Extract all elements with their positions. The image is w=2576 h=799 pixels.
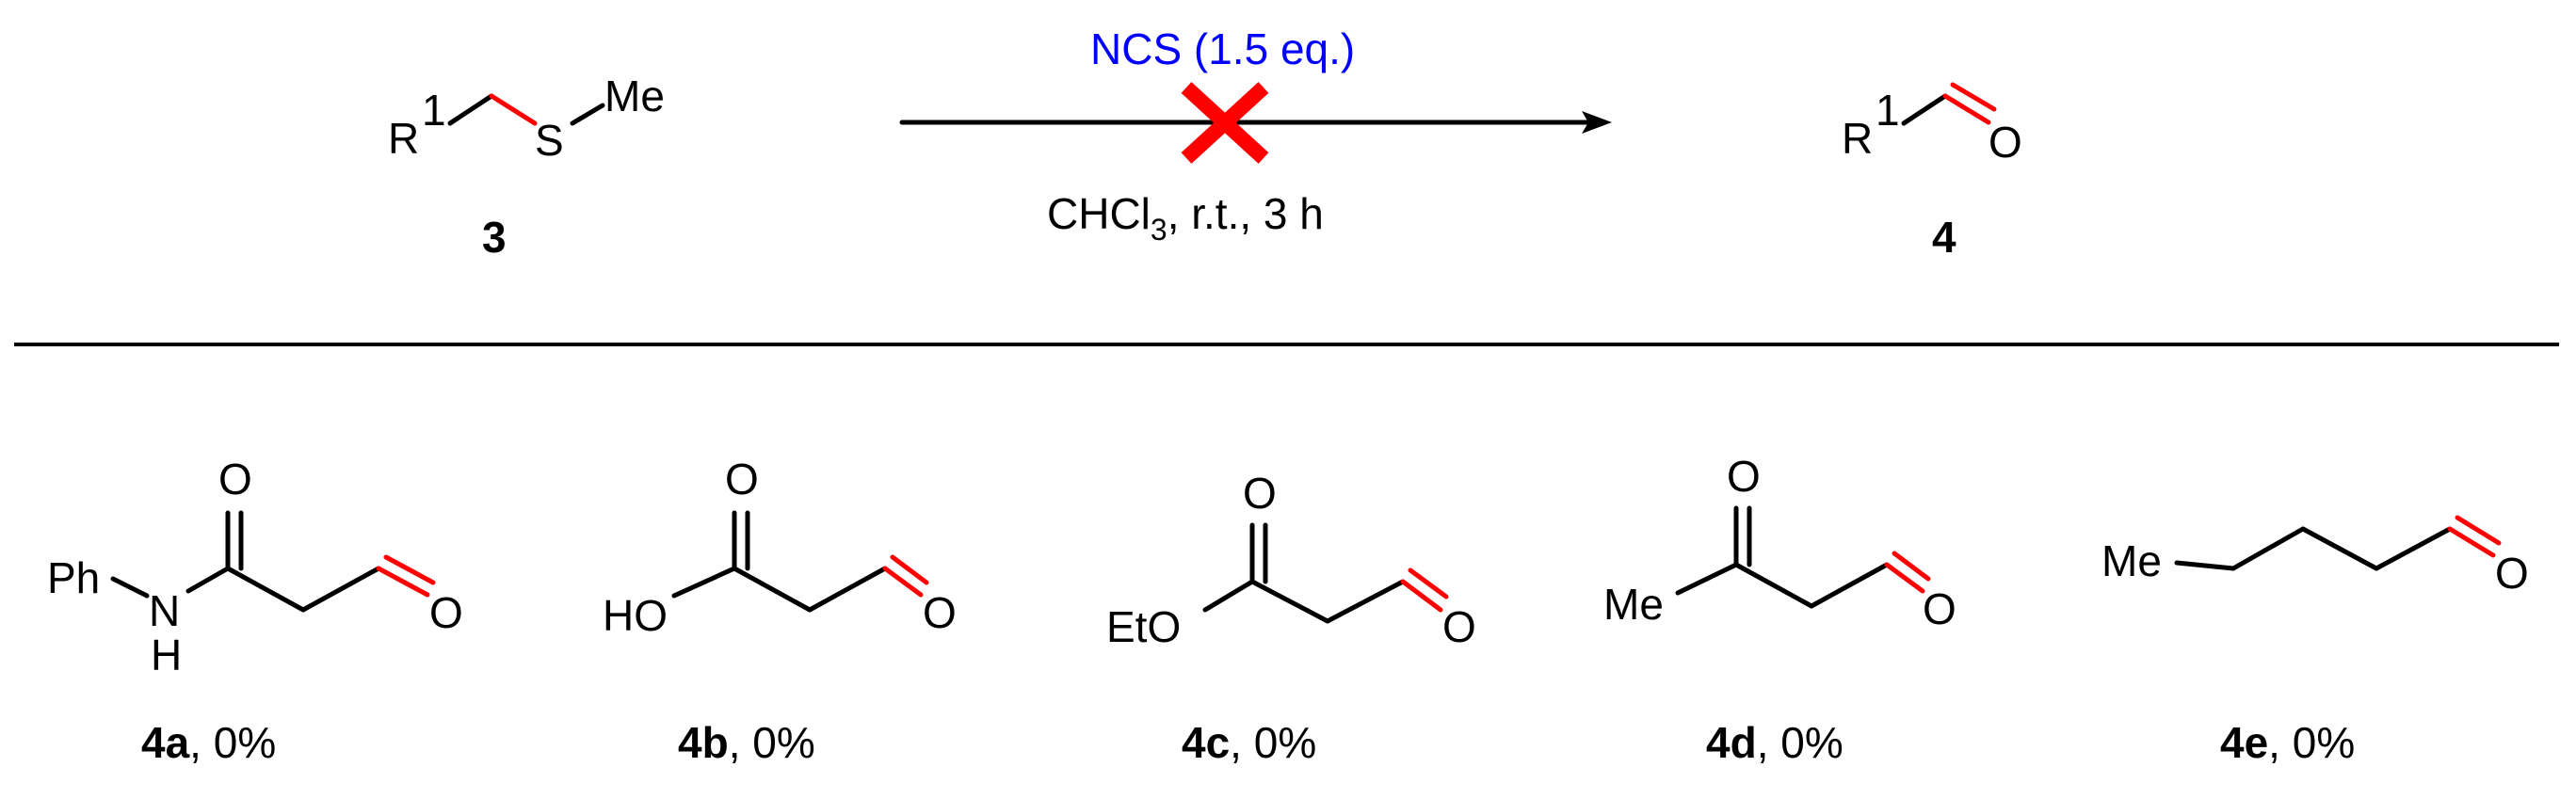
4b-carbonyl-o: O [725,455,759,503]
4a-bond-n-c [185,566,231,594]
4e-bond-4 [2374,526,2453,571]
reactant-r-label: R [388,114,419,163]
4d-me-label: Me [1603,580,1664,629]
4d-aldehyde-o: O [1923,584,1956,633]
4b-ho-label: HO [603,591,668,640]
4b-bond-ch2-cho [807,566,888,613]
reaction-arrow: NCS (1.5 eq.) CHCl3, r.t., 3 h [899,24,1612,247]
4a-n-label: N [149,586,180,635]
4a-aldehyde-o: O [429,588,463,637]
4c-caption: 4c, 0% [1182,718,1316,767]
reactant-methyl: Me [604,72,665,120]
product-4b: HO O O 4b, 0% [603,455,957,767]
4c-bond-ch2-cho [1325,579,1406,624]
4e-bond-3 [2300,526,2379,571]
4c-bond-aldehyde-2 [1408,567,1449,599]
4a-bond-ph-n [110,576,150,599]
product-bond-c-o-2 [1950,82,1997,112]
4e-caption: 4e, 0% [2220,718,2355,767]
conditions-label: CHCl3, r.t., 3 h [1047,189,1324,247]
product-r-superscript: 1 [1876,86,1900,135]
4d-bond-ch2-cho [1809,562,1890,609]
reactant-bond-r-c [447,93,494,126]
4b-caption: 4b, 0% [678,718,815,767]
4d-caption: 4d, 0% [1706,718,1843,767]
4b-aldehyde-o: O [923,588,957,637]
product-4c: EtO O O 4c, 0% [1106,469,1476,767]
product-bond-r-c [1901,93,1948,126]
product-bond-c-o-1 [1942,93,1991,125]
reactant-3: R 1 S Me 3 [388,72,665,262]
4e-bond-aldehyde-2 [2455,515,2502,546]
4a-bond-aldehyde-1 [376,566,430,598]
4c-bond-o-c [1202,579,1255,613]
4a-bond-c-ch2 [225,566,306,613]
4a-ph-label: Ph [47,553,100,602]
4a-carbonyl-o: O [218,455,252,503]
product-number: 4 [1932,213,1956,262]
reactant-number: 3 [482,213,507,262]
4b-bond-aldehyde-2 [890,554,929,585]
reagent-label: NCS (1.5 eq.) [1090,24,1355,73]
4e-me-label: Me [2101,536,2162,585]
4d-bond-c-ch2 [1733,562,1814,609]
4d-bond-aldehyde-1 [1884,562,1925,594]
4b-bond-c-ch2 [732,566,813,613]
4c-bond-c-ch2 [1249,579,1330,624]
product-4e: Me O 4e, 0% [2101,515,2529,767]
reactant-bond-c-s [489,93,538,126]
4d-bond-aldehyde-2 [1892,551,1931,582]
4e-bond-aldehyde-1 [2447,526,2496,558]
reactant-r-superscript: 1 [422,86,446,135]
cross-icon [1181,82,1269,164]
product-4d: Me O O 4d, 0% [1603,452,1956,767]
4d-carbonyl-o: O [1727,452,1761,501]
4a-h-label: H [151,631,182,679]
4b-bond-aldehyde-1 [882,566,924,598]
4c-bond-aldehyde-1 [1400,579,1443,613]
product-4a: Ph N H O O 4a, 0% [47,455,463,767]
4c-eto-label: EtO [1106,602,1181,651]
4e-bond-1 [2174,560,2236,571]
4c-carbonyl-o: O [1243,469,1277,518]
product-4: R 1 O 4 [1842,82,2022,262]
4c-aldehyde-o: O [1442,602,1476,651]
4a-bond-ch2-cho [300,566,381,613]
reactant-sulfur: S [535,116,564,165]
product-oxygen: O [1988,118,2022,167]
4a-bond-aldehyde-2 [383,554,436,585]
4a-caption: 4a, 0% [141,718,276,767]
4b-bond-o-c [671,566,737,599]
4d-bond-me-c [1675,562,1739,596]
reactant-bond-s-me [570,103,605,126]
4e-aldehyde-o: O [2495,549,2529,598]
product-r-label: R [1842,114,1873,163]
arrow-head [1582,111,1612,134]
4e-bond-2 [2230,526,2306,571]
